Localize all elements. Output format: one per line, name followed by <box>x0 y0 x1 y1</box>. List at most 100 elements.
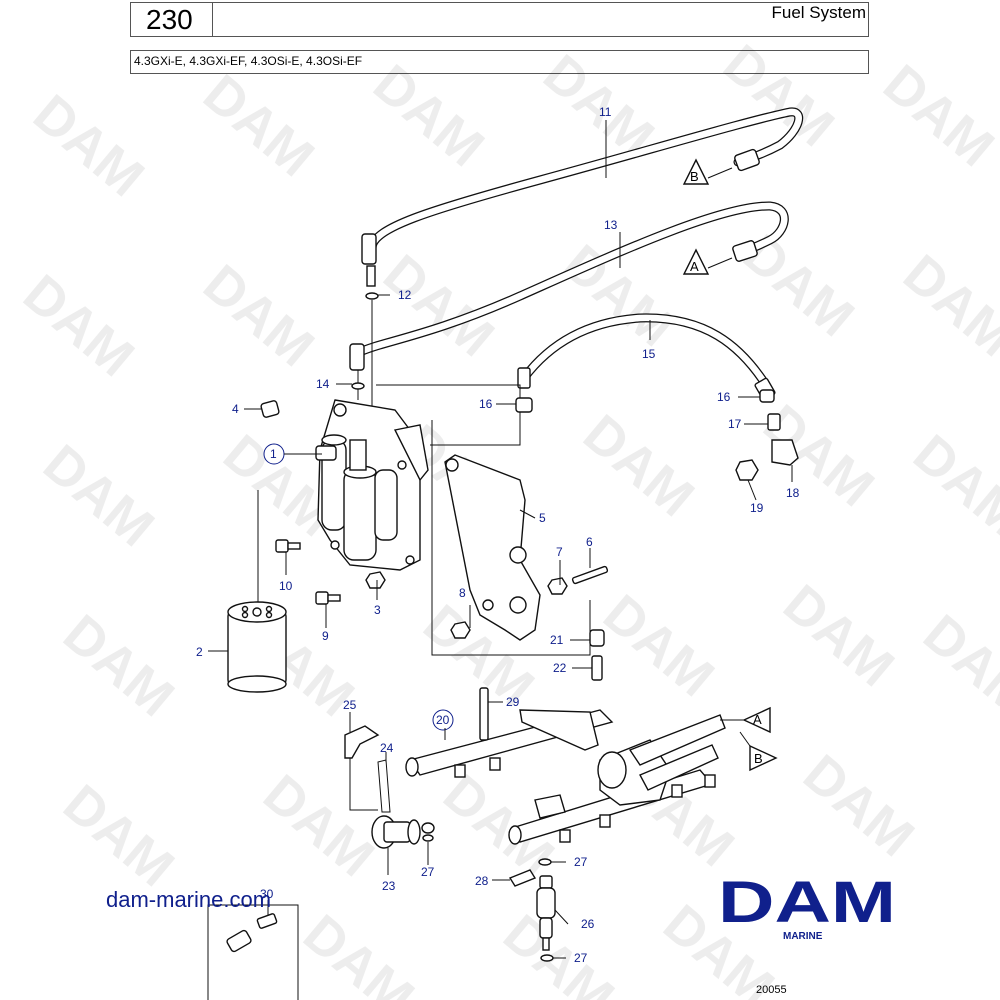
watermark: DAM <box>912 603 1000 728</box>
watermark: DAM <box>592 583 725 708</box>
part-label: 20 <box>436 713 450 727</box>
part-label: 29 <box>506 695 520 709</box>
clamp-16b <box>759 389 775 403</box>
part-label: 6 <box>586 535 593 549</box>
label-leaders <box>208 120 793 959</box>
part-label: 5 <box>539 511 546 525</box>
watermark: DAM <box>712 33 845 158</box>
ref-letter: B <box>754 751 763 766</box>
part-label: 15 <box>642 347 656 361</box>
page-title: Fuel System <box>771 3 866 22</box>
part-label: 8 <box>459 586 466 600</box>
part-label: 18 <box>786 486 800 500</box>
part-label: 23 <box>382 879 396 893</box>
callout-circle-20 <box>432 709 454 731</box>
watermark: DAM <box>22 83 155 208</box>
part-label: 27 <box>574 855 588 869</box>
watermark: DAM <box>362 53 495 178</box>
o-ring-14 <box>351 382 365 390</box>
hose-end-fittings <box>349 148 776 401</box>
ref-letter: A <box>753 712 762 727</box>
logo-text: DAM <box>718 872 896 935</box>
watermark: DAM <box>52 603 185 728</box>
watermark: DAM <box>372 243 505 368</box>
figure-reference: 20055 <box>756 984 787 996</box>
part-label: 30 <box>260 887 274 901</box>
part-label: 10 <box>279 579 293 593</box>
watermark: DAM <box>52 773 185 898</box>
inset-frame <box>207 904 299 1000</box>
watermark: DAM <box>572 403 705 528</box>
model-list: 4.3GXi-E, 4.3GXi-EF, 4.3OSi-E, 4.3OSi-EF <box>134 54 363 68</box>
clip-28 <box>508 869 537 887</box>
model-frame <box>130 50 869 74</box>
watermark: DAM <box>12 263 145 388</box>
fuel-pump-assembly <box>315 399 429 571</box>
dam-marine-logo: DAM <box>718 872 896 935</box>
watermark: DAM <box>252 763 385 888</box>
watermark: DAM <box>192 253 325 378</box>
part-label: 9 <box>322 629 329 643</box>
part-label: 22 <box>553 661 567 675</box>
cap-19 <box>735 459 759 481</box>
part-label: 4 <box>232 402 239 416</box>
stud-29 <box>479 687 489 741</box>
part-label: 12 <box>398 288 412 302</box>
connection-ref-b-top: B <box>682 158 733 185</box>
nut-3 <box>365 571 386 589</box>
part-label: 16 <box>479 397 493 411</box>
connection-ref-a-top: A <box>682 248 733 275</box>
part-number-labels: 1 2 3 4 5 6 7 8 9 10 11 12 13 14 15 16 1… <box>196 105 800 965</box>
part-label: 13 <box>604 218 618 232</box>
ref-letter: B <box>690 169 699 184</box>
bracket-5 <box>444 454 541 641</box>
part-label: 17 <box>728 417 742 431</box>
watermark: DAM <box>32 433 165 558</box>
o-rings-27 <box>422 834 554 962</box>
clamp-16 <box>515 397 533 413</box>
part-label: 21 <box>550 633 564 647</box>
fuel-hose-13 <box>355 201 789 357</box>
fuel-hose-11 <box>367 107 804 253</box>
sensor-25 <box>344 725 380 759</box>
elbow-18 <box>771 439 799 466</box>
website-link[interactable]: dam-marine.com <box>106 887 272 912</box>
part-label: 19 <box>750 501 764 515</box>
nut-7 <box>547 577 568 595</box>
fuel-filter-2 <box>227 601 287 693</box>
fuel-hose-15 <box>519 313 771 390</box>
stud-6 <box>571 565 609 585</box>
part-label: 27 <box>421 865 435 879</box>
part-label: 16 <box>717 390 731 404</box>
part-label: 3 <box>374 603 381 617</box>
cap-21 <box>589 629 605 647</box>
watermark: DAM <box>902 423 1000 548</box>
watermark: DAM <box>492 903 625 1000</box>
connector-17 <box>767 413 781 431</box>
ref-letter: A <box>690 259 699 274</box>
connection-ref-a-bottom: A <box>720 706 771 734</box>
pressure-regulator-23 <box>371 815 435 849</box>
hose-clamp-30 <box>216 913 290 987</box>
watermark: DAM <box>872 53 1000 178</box>
connection-ref-b-bottom: B <box>739 731 778 772</box>
watermark: DAM <box>292 903 425 1000</box>
watermark: DAM <box>792 743 925 868</box>
part-label: 11 <box>599 105 612 119</box>
bolt-9 <box>315 591 341 605</box>
nut-8 <box>450 621 471 639</box>
o-ring-12 <box>365 292 379 300</box>
page-number-cell <box>130 2 213 37</box>
logo-subtext: MARINE <box>783 931 823 942</box>
part-label: 1 <box>270 447 277 461</box>
clip-24 <box>377 759 391 813</box>
part-label: 2 <box>196 645 203 659</box>
bolt-10 <box>275 539 301 553</box>
part-label: 27 <box>574 951 588 965</box>
part-label: 28 <box>475 874 489 888</box>
part-label: 25 <box>343 698 357 712</box>
watermark: DAM <box>892 243 1000 368</box>
watermark: DAM <box>772 573 905 698</box>
injector-26 <box>536 875 556 951</box>
